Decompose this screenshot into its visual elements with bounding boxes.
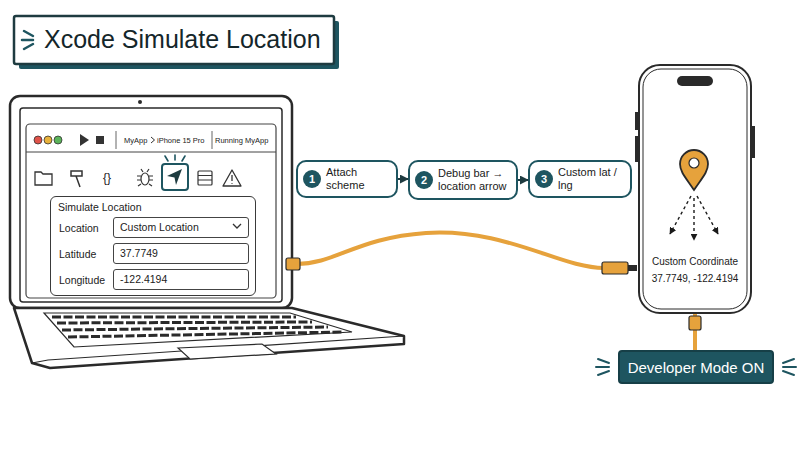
form-field: LocationCustom Location (59, 217, 249, 238)
warning-triangle (223, 170, 241, 186)
sparkle (596, 366, 609, 368)
scheme-name: MyApp (124, 136, 147, 145)
location-arrow-icon (167, 169, 182, 185)
field-label: Latitude (59, 248, 113, 260)
field-label: Location (59, 222, 113, 234)
diagram-title: Xcode Simulate Location (44, 24, 321, 54)
laptop-lid (10, 96, 292, 308)
cable-plug (602, 262, 628, 274)
sparkle (783, 359, 794, 363)
sparkle (783, 366, 796, 368)
code-tab-icon: {} (103, 171, 111, 185)
badge-text: Developer Mode ON (628, 359, 765, 376)
step-number: 3 (535, 170, 553, 188)
xcode-window (26, 124, 276, 298)
camera (138, 100, 142, 104)
stop-button (96, 136, 104, 144)
laptop-base (14, 308, 404, 368)
laptop-screen (20, 108, 282, 302)
key-row (62, 327, 328, 330)
step-box: 1 Attach scheme (296, 160, 398, 198)
bug-body (141, 173, 149, 185)
bug-legs (137, 169, 153, 186)
step-number: 2 (415, 171, 433, 189)
plug-tip (628, 265, 637, 271)
dropdown-value: Custom Location (113, 217, 249, 238)
minimize-light (44, 136, 52, 144)
zoom-light (54, 136, 62, 144)
bug-icon (137, 169, 153, 186)
tick (24, 31, 33, 36)
sparkle (598, 371, 609, 375)
sparkle (165, 156, 168, 161)
cable-plug (689, 316, 701, 330)
tick (22, 39, 33, 42)
panel-heading: Simulate Location (58, 201, 141, 213)
step-number: 1 (303, 170, 321, 188)
cable-plug (286, 258, 300, 270)
close-light (34, 136, 42, 144)
warning-icon (223, 170, 241, 186)
tick (24, 44, 33, 49)
device-name: iPhone 15 Pro (157, 136, 205, 145)
key-row (57, 322, 312, 323)
input-value: -122.4194 (113, 269, 249, 290)
form-field: Longitude-122.4194 (59, 269, 249, 290)
toolbar-divider (26, 152, 276, 153)
field-label: Longitude (59, 274, 113, 286)
run-button (80, 134, 89, 146)
warning-mark (231, 175, 232, 184)
usb-cable (693, 314, 697, 350)
location-tab-highlight (162, 164, 188, 190)
folder-icon (35, 172, 52, 185)
sparkle (182, 156, 185, 161)
title-ticks (22, 31, 33, 49)
toolbar-separator (116, 131, 117, 149)
list-icon (198, 171, 212, 185)
key-row (68, 332, 342, 337)
trackpad (178, 344, 276, 359)
keyboard-keys (52, 317, 342, 337)
step-box: 2 Debug bar → location arrow (408, 160, 518, 200)
hammer-icon (71, 171, 82, 187)
step-label: Attach scheme (326, 166, 391, 192)
toolbar-separator (212, 131, 213, 149)
usb-cable (296, 233, 604, 268)
step-label: Debug bar → location arrow (438, 167, 511, 193)
sparkle (783, 371, 794, 375)
flow-arrow (398, 178, 408, 180)
sparkle (174, 155, 176, 160)
coordinate-value: 37.7749, -122.4194 (640, 273, 750, 284)
step-box: 3 Custom lat / lng (528, 160, 632, 198)
phone-button (752, 126, 755, 158)
title-frame (14, 16, 334, 64)
list-lines (198, 176, 212, 181)
phone-device: Custom Coordinate 37.7749, -122.4194 (638, 64, 752, 314)
breadcrumb-chevron (151, 137, 155, 143)
settings-panel: LocationCustom LocationLatitude37.7749Lo… (50, 196, 256, 296)
key-row (52, 316, 296, 319)
status-badge: Developer Mode ON (618, 350, 774, 384)
sparkle (598, 359, 609, 363)
highlight-sparkle (165, 155, 185, 161)
input-value: 37.7749 (113, 243, 249, 264)
list-frame (198, 171, 212, 185)
flow-arrow (518, 179, 528, 181)
run-status: Running MyApp (215, 136, 268, 145)
keyboard (44, 313, 352, 347)
step-label: Custom lat / lng (558, 166, 625, 192)
form-field: Latitude37.7749 (59, 243, 249, 264)
coordinate-label: Custom Coordinate (640, 256, 750, 267)
